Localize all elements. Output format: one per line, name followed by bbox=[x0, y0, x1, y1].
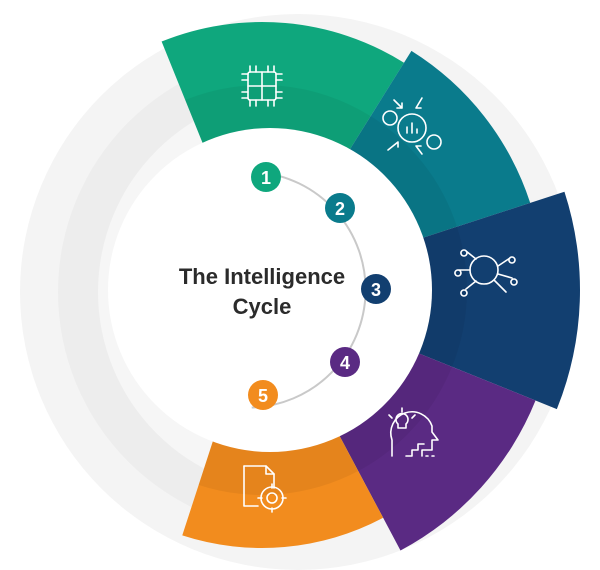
step-badge-1: 1 bbox=[251, 162, 281, 192]
step-badge-2-circle bbox=[325, 193, 355, 223]
hands-puzzle-icon bbox=[241, 65, 283, 107]
title-line-1: The Intelligence bbox=[179, 264, 345, 289]
step-badge-1-circle bbox=[251, 162, 281, 192]
step-badge-4-circle bbox=[330, 347, 360, 377]
head-lightbulb-icon bbox=[388, 407, 439, 457]
step-number-3: 3 bbox=[371, 280, 381, 300]
step-number-2: 2 bbox=[335, 199, 345, 219]
document-target-icon bbox=[243, 465, 287, 513]
step-number-5: 5 bbox=[258, 386, 268, 406]
step-badge-2: 2 bbox=[325, 193, 355, 223]
title-line-2: Cycle bbox=[233, 294, 292, 319]
step-badge-3-circle bbox=[361, 274, 391, 304]
magnifier-network-icon bbox=[454, 249, 518, 297]
step-badge-4: 4 bbox=[330, 347, 360, 377]
step-number-1: 1 bbox=[261, 168, 271, 188]
step-number-4: 4 bbox=[340, 353, 350, 373]
gears-process-icon bbox=[382, 97, 442, 155]
step-badge-5-circle bbox=[248, 380, 278, 410]
step-badge-5: 5 bbox=[248, 380, 278, 410]
step-badge-3: 3 bbox=[361, 274, 391, 304]
